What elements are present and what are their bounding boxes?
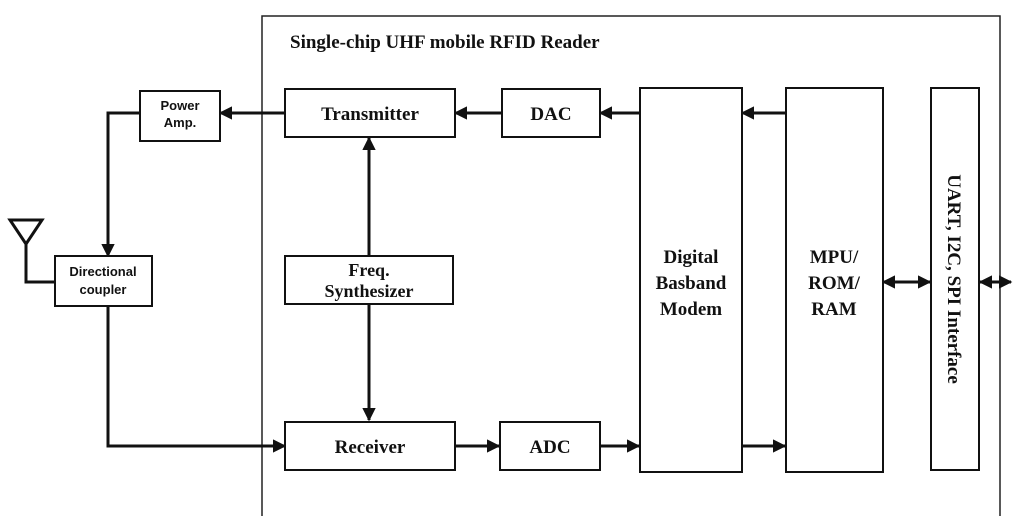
transmitter-label: Transmitter (321, 104, 419, 125)
interface-label: UART, I2C, SPI Interface (943, 174, 964, 384)
interface-block: UART, I2C, SPI Interface (930, 87, 980, 471)
transmitter-block: Transmitter (284, 88, 456, 138)
chip-boundary (261, 15, 1001, 516)
mpu-label-line1: MPU/ (810, 247, 859, 268)
synth-label-line1: Freq. (348, 260, 389, 280)
modem-label-line1: Digital (664, 247, 719, 268)
dac-label: DAC (530, 104, 571, 125)
coupler-to-receiver-arrow (106, 305, 287, 453)
modem-label-line2: Basband (656, 273, 727, 294)
chip-title: Single-chip UHF mobile RFID Reader (290, 32, 600, 53)
power-amp-label-line2: Amp. (164, 115, 197, 130)
coupler-label-line1: Directional (69, 264, 136, 279)
dac-block: DAC (501, 88, 601, 138)
mpu-block: MPU/ ROM/ RAM (785, 87, 884, 473)
signal-paths (101, 106, 1013, 453)
digital-modem-block: Digital Basband Modem (639, 87, 743, 473)
modem-label-line3: Modem (660, 299, 722, 320)
receiver-block: Receiver (284, 421, 456, 471)
power-amp-label-line1: Power (160, 98, 199, 113)
mpu-label-line3: RAM (811, 299, 856, 320)
power-amp-to-coupler-arrow (101, 111, 140, 258)
directional-coupler-block: Directional coupler (54, 255, 153, 307)
power-amp-block: Power Amp. (139, 90, 221, 142)
adc-label: ADC (529, 437, 570, 458)
receiver-label: Receiver (335, 437, 406, 458)
mpu-label-line2: ROM/ (808, 273, 860, 294)
adc-block: ADC (499, 421, 601, 471)
freq-synthesizer-block: Freq. Synthesizer (284, 255, 454, 305)
antenna-icon (7, 218, 55, 284)
coupler-label-line2: coupler (80, 282, 127, 297)
synth-label-line2: Synthesizer (325, 281, 414, 301)
